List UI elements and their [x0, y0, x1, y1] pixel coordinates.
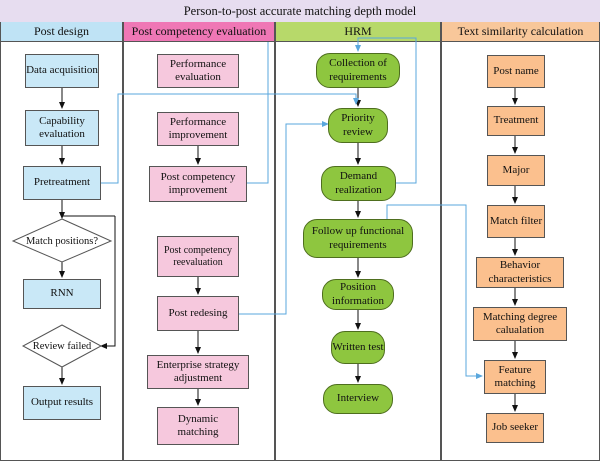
label-match-positions: Match positions?	[25, 235, 99, 247]
node-post-name: Post name	[487, 55, 545, 88]
node-job-seeker: Job seeker	[486, 413, 544, 443]
lane-post-design: Post design	[0, 22, 123, 461]
diagram-title: Person-to-post accurate matching depth m…	[0, 0, 600, 23]
node-enterprise-strategy-adjustment: Enterprise strategy adjustment	[147, 355, 249, 389]
node-follow-up-functional-requirements: Follow up functional requirements	[303, 219, 413, 258]
node-dynamic-matching: Dynamic matching	[157, 407, 239, 445]
node-data-acquisition: Data acquisition	[25, 54, 99, 88]
node-post-redesing: Post redesing	[157, 296, 239, 331]
lane-header-post-design: Post design	[1, 22, 122, 42]
node-position-information: Position information	[322, 279, 394, 310]
node-pretreatment: Pretreatment	[23, 166, 101, 200]
label-review-failed: Review failed	[32, 340, 92, 352]
node-output-results: Output results	[23, 386, 101, 420]
node-performance-evaluation: Performance evaluation	[157, 54, 239, 88]
node-behavior-characteristics: Behavior characteristics	[476, 257, 564, 288]
node-capability-evaluation: Capability evaluation	[25, 110, 99, 146]
node-rnn: RNN	[23, 279, 101, 309]
node-demand-realization: Demand realization	[321, 166, 396, 201]
node-performance-improvement: Performance improvement	[157, 112, 239, 146]
node-major: Major	[487, 155, 545, 186]
lane-header-text-sim: Text similarity calculation	[442, 22, 599, 42]
lane-header-hrm: HRM	[276, 22, 440, 42]
node-matching-degree-calculation: Matching degree calualation	[473, 307, 567, 341]
node-match-filter: Match filter	[487, 205, 545, 238]
node-post-competency-improvement: Post competency improvement	[149, 166, 247, 202]
node-written-test: Written test	[331, 331, 385, 364]
node-post-competency-reevaluation: Post competency reevaluation	[157, 236, 239, 277]
node-feature-matching: Feature matching	[484, 360, 546, 394]
node-priority-review: Priority review	[328, 108, 388, 143]
node-interview: Interview	[323, 384, 393, 414]
node-collection-of-requirements: Collection of requirements	[316, 53, 400, 88]
lane-header-competency: Post competency evaluation	[124, 22, 274, 42]
node-treatment: Treatment	[487, 106, 545, 136]
